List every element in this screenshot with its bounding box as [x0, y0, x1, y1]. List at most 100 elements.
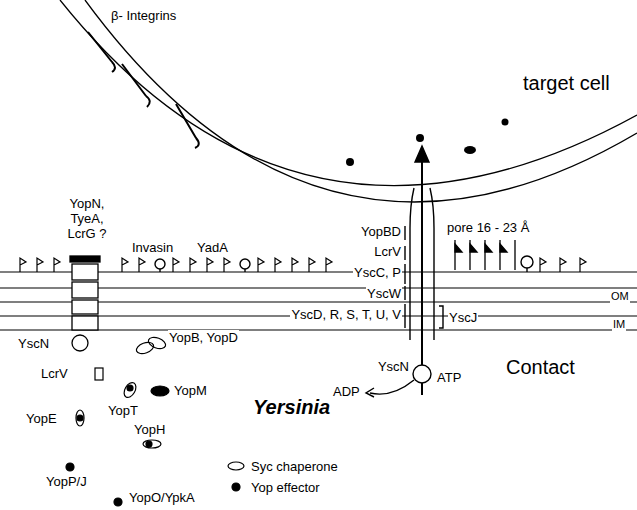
yop-shapes — [146, 441, 152, 447]
yop-shapes — [135, 340, 155, 356]
lps-flag — [190, 258, 196, 272]
injectisome — [439, 306, 443, 328]
part-label: YopE — [25, 411, 58, 426]
part-label: IM — [612, 317, 626, 331]
legend-text: Yop effector — [250, 480, 321, 495]
yop-shapes — [143, 440, 161, 448]
secretion-apparatus — [72, 300, 98, 314]
lps-flag — [326, 258, 332, 272]
effector-dot — [346, 119, 509, 167]
integrin — [122, 64, 150, 107]
part-label: YscW — [366, 286, 402, 301]
part-label: LcrV — [373, 244, 402, 259]
part-label: pore 16 - 23 Å — [446, 220, 530, 235]
injectisome — [366, 388, 374, 397]
effector-dot — [502, 119, 509, 126]
part-label: β- Integrins — [110, 8, 177, 23]
injectisome — [410, 188, 414, 340]
part-label: YscN — [17, 336, 50, 351]
part-label: YopM — [173, 383, 208, 398]
yop-shapes — [114, 498, 122, 506]
part-label: ADP — [332, 384, 361, 399]
part-label: YscD, R, S, T, U, V — [290, 307, 402, 322]
part-label: YadA — [196, 240, 229, 255]
part-label: Yersinia — [252, 396, 331, 419]
injectisome — [430, 188, 434, 340]
yop-shapes — [66, 463, 74, 471]
integrin — [88, 32, 115, 72]
target-cell-membrane — [85, 0, 637, 202]
pore-marker — [455, 240, 515, 270]
part-label: YopN, TyeA, LcrG ? — [60, 196, 114, 241]
yop-shapes — [127, 385, 133, 391]
part-label: YopBD — [360, 224, 402, 239]
lps-flag — [292, 258, 298, 272]
target-cell-membrane — [60, 0, 637, 202]
lps-flag — [224, 258, 230, 272]
part-label: OM — [610, 289, 630, 303]
part-label: YscN — [377, 359, 410, 374]
secretion-apparatus — [70, 256, 100, 351]
part-label: YopT — [107, 403, 139, 418]
yop-shapes — [77, 415, 83, 421]
adhesin-lollipop — [521, 256, 533, 268]
injectisome — [413, 365, 431, 383]
lps-flag — [20, 258, 586, 272]
lps-flag — [560, 258, 566, 272]
injectisome — [415, 146, 429, 162]
yop-shapes — [151, 386, 169, 396]
part-label: YopH — [133, 422, 166, 437]
part-label: target cell — [522, 72, 611, 95]
part-label: YopO/YpkA — [128, 490, 196, 505]
yop-shapes — [147, 335, 167, 351]
lps-flag — [54, 258, 60, 272]
adhesin-lollipop — [155, 256, 533, 272]
secretion-apparatus — [72, 264, 98, 280]
adhesin-lollipop — [240, 259, 250, 269]
target-cell-membrane — [60, 0, 637, 186]
injectisome — [404, 226, 405, 328]
injectisome — [370, 380, 414, 394]
lps-flag — [275, 258, 281, 272]
part-label: YscJ — [448, 310, 478, 325]
effector-dot — [346, 158, 354, 166]
legend-sample — [228, 462, 244, 470]
part-label: Invasin — [131, 240, 174, 255]
legend-sample — [232, 483, 240, 491]
yop-shapes — [95, 368, 103, 380]
lps-flag — [122, 258, 128, 272]
lps-flag — [258, 258, 264, 272]
integrin — [88, 32, 199, 148]
injectisome — [421, 160, 423, 395]
legend-sample — [228, 462, 244, 491]
secretion-apparatus — [72, 316, 98, 330]
integrin — [176, 104, 199, 148]
adhesin-lollipop — [155, 259, 165, 269]
legend-text: Syc chaperone — [250, 459, 339, 474]
lps-flag — [139, 258, 145, 272]
lps-flag — [20, 258, 26, 272]
lps-flag — [207, 258, 213, 272]
pore-marker — [455, 240, 515, 270]
pore-marker — [455, 244, 507, 252]
lps-flag — [37, 258, 43, 272]
part-label: ATP — [436, 370, 462, 385]
secretion-apparatus — [70, 256, 100, 262]
lps-flag — [309, 258, 315, 272]
part-label: YscC, P — [353, 265, 402, 280]
part-label: Contact — [505, 356, 576, 379]
effector-dot — [464, 146, 476, 154]
lps-flag — [173, 258, 179, 272]
part-label: YopP/J — [45, 474, 88, 489]
effector-dot — [416, 134, 424, 142]
lps-flag — [580, 258, 586, 272]
lps-flag — [540, 258, 546, 272]
bacterial-envelope — [0, 272, 637, 330]
yop-shapes — [122, 381, 139, 400]
secretion-apparatus — [72, 282, 98, 298]
yop-shapes — [76, 410, 84, 426]
secretion-apparatus — [72, 335, 88, 351]
part-label: LcrV — [40, 366, 69, 381]
part-label: YopB, YopD — [168, 330, 239, 345]
